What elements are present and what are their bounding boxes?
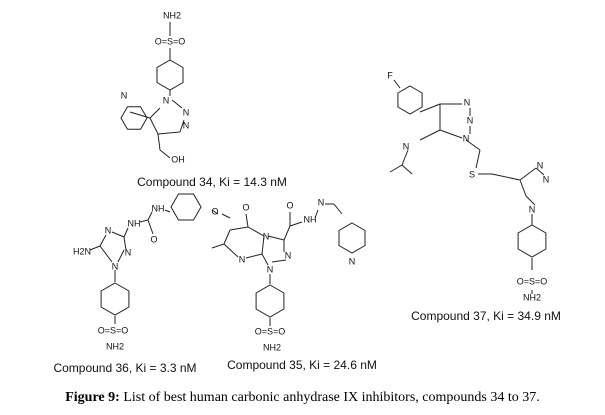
atom-nh: NH xyxy=(304,214,317,224)
atom-n: N xyxy=(183,120,190,130)
atom-n: N xyxy=(183,107,190,117)
atom-o: O xyxy=(242,202,249,212)
rings xyxy=(100,193,202,316)
atom-s: S xyxy=(469,169,475,179)
compound-37-structure: F N N N N S N N N O=S=O NH2 Compound 37,… xyxy=(387,70,561,323)
atom-so2: O=S=O xyxy=(517,276,548,286)
compound-36-structure: H2N N N N NH NH O O O=S=O NH2 Compound 3… xyxy=(53,193,231,375)
atom-n: N xyxy=(263,231,270,241)
atom-so2: O=S=O xyxy=(155,36,186,46)
atom-n: N xyxy=(239,254,246,264)
atom-nh2: NH2 xyxy=(263,342,281,352)
caption-compound-35: Compound 35, Ki = 24.6 nM xyxy=(227,358,377,372)
benzene-ring xyxy=(170,193,202,221)
atom-n: N xyxy=(121,90,128,100)
atom-n: N xyxy=(125,247,132,257)
figure-label: Figure 9: xyxy=(65,390,120,405)
rings xyxy=(255,222,366,318)
atom-o: O xyxy=(286,200,293,210)
atom-n: N xyxy=(163,95,170,105)
atom-n: N xyxy=(285,250,292,260)
atom-oh: OH xyxy=(171,154,185,164)
atom-n: N xyxy=(463,133,470,143)
compound-35-structure: O O N N N N N NH N O=S=O NH2 Compound 35… xyxy=(211,197,377,372)
atom-nh2: NH2 xyxy=(523,292,541,302)
figure-caption: Figure 9: List of best human carbonic an… xyxy=(0,390,605,406)
atom-nh2: NH2 xyxy=(163,10,181,20)
figure-text: List of best human carbonic anhydrase IX… xyxy=(119,390,540,405)
atom-n: N xyxy=(105,225,112,235)
atom-n: N xyxy=(349,256,356,266)
atom-n: N xyxy=(543,174,550,184)
atom-f: F xyxy=(387,70,393,80)
atom-n: N xyxy=(464,97,471,107)
atom-n: N xyxy=(529,204,536,214)
caption-compound-37: Compound 37, Ki = 34.9 nM xyxy=(411,309,561,323)
atom-nh: NH xyxy=(152,203,165,213)
atom-n: N xyxy=(267,264,274,274)
caption-compound-34: Compound 34, Ki = 14.3 nM xyxy=(137,175,287,189)
atom-o: O xyxy=(150,234,157,244)
atom-n: N xyxy=(403,141,410,151)
benzene-ring xyxy=(397,85,423,115)
compound-34-structure: NH2 O=S=O N N N N OH Compound 34, Ki = 1… xyxy=(121,10,287,189)
atom-o: O xyxy=(211,206,218,216)
atom-n: N xyxy=(112,261,119,271)
atom-n: N xyxy=(537,160,544,170)
atom-nh: NH xyxy=(128,218,141,228)
atom-h2n: H2N xyxy=(73,246,91,256)
benzene-ring xyxy=(156,59,184,91)
atom-n: N xyxy=(467,115,474,125)
benzene-ring xyxy=(255,284,285,318)
caption-compound-36: Compound 36, Ki = 3.3 nM xyxy=(53,361,196,375)
pyridine-ring xyxy=(338,222,366,254)
pyridine-ring xyxy=(120,106,148,130)
atom-so2: O=S=O xyxy=(98,325,129,335)
atom-n: N xyxy=(318,197,325,207)
benzene-ring xyxy=(517,224,547,258)
benzene-ring xyxy=(100,282,130,316)
atom-so2: O=S=O xyxy=(255,326,286,336)
atom-nh2: NH2 xyxy=(106,341,124,351)
